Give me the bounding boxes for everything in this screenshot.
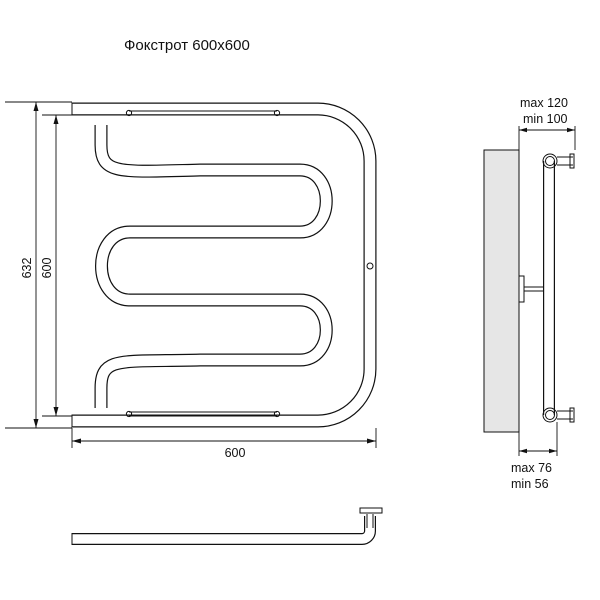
height-outer-label: 632 [20, 258, 34, 279]
wall [483, 149, 520, 433]
front-view: 632 600 600 [5, 101, 377, 460]
top-min-label: min 100 [523, 112, 568, 126]
side-view: max 120 min 100 max 76 min 56 [483, 96, 576, 491]
width-dimension [71, 428, 377, 448]
mounting-hole-icon [366, 262, 374, 270]
width-label: 600 [225, 446, 246, 460]
drawing-title: Фокстрот 600х600 [124, 37, 250, 54]
height-inner-label: 600 [40, 258, 54, 279]
top-view [71, 507, 383, 545]
top-bar [125, 109, 281, 117]
serpentine-pipe [94, 125, 333, 408]
bottom-max-label: max 76 [511, 461, 552, 475]
bottom-bar [125, 410, 281, 418]
top-max-label: max 120 [520, 96, 568, 110]
bottom-min-label: min 56 [511, 477, 549, 491]
height-dimensions [5, 101, 72, 429]
u-frame [71, 102, 377, 428]
